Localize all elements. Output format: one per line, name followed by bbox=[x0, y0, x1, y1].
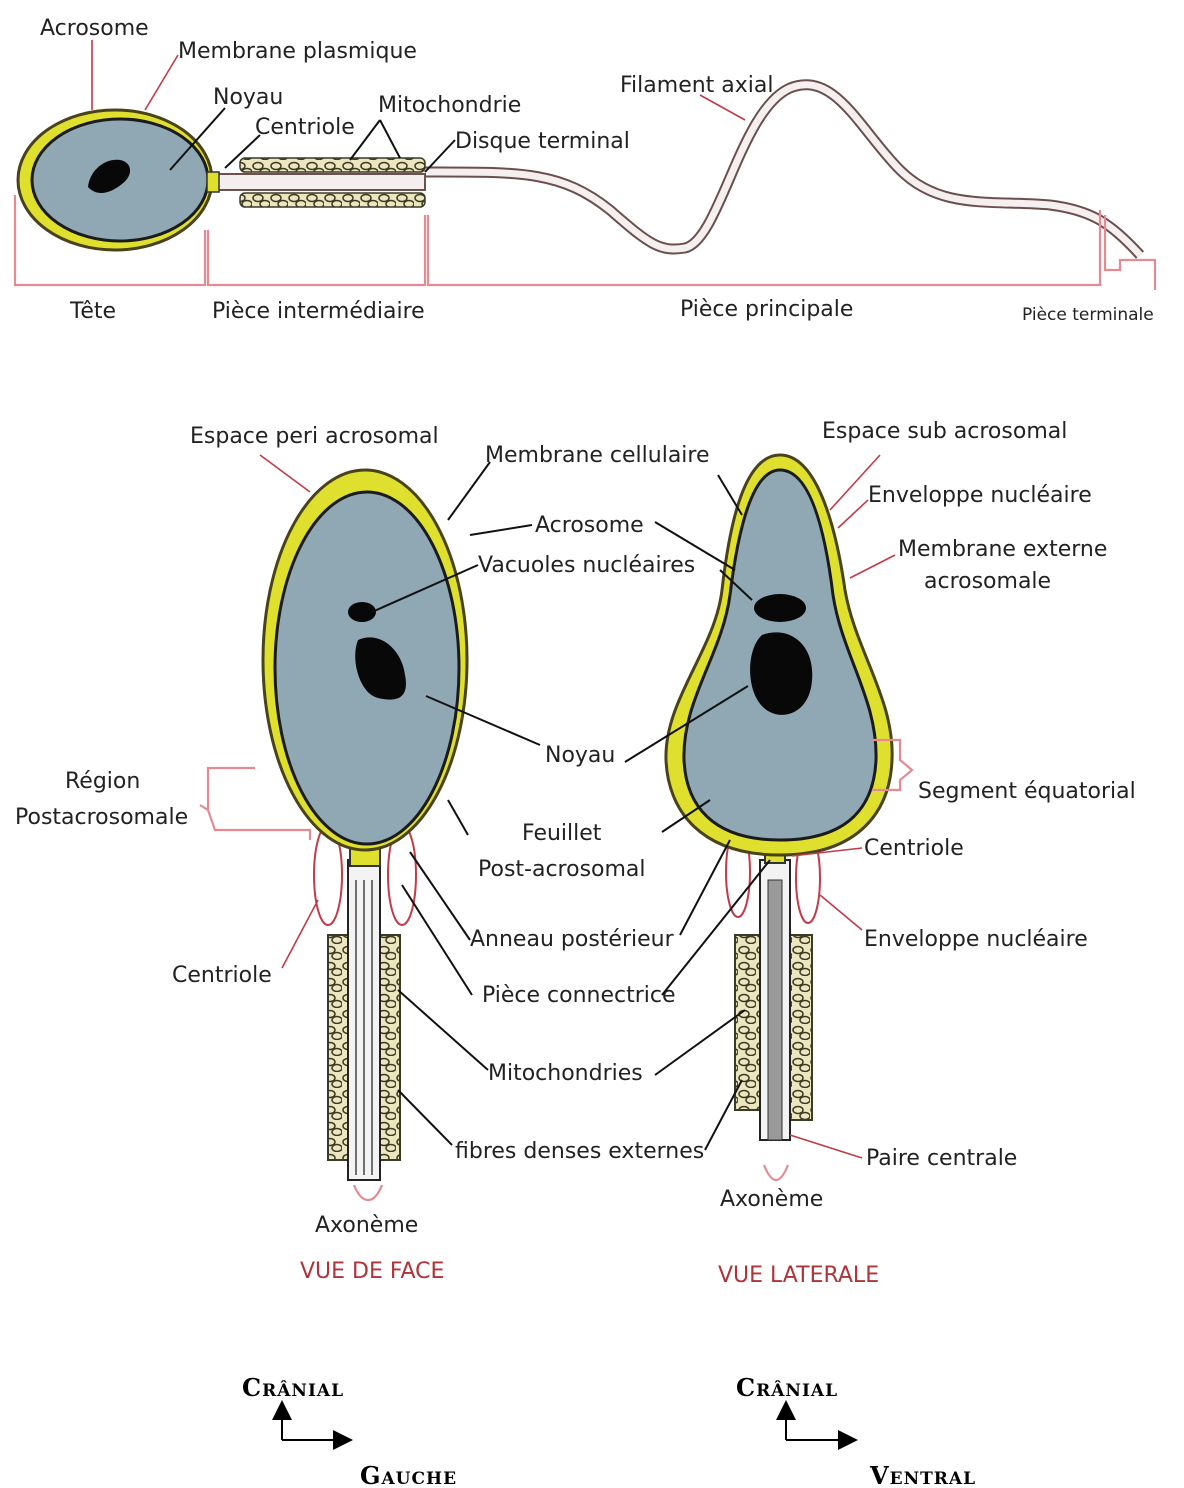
title-vue-laterale: VUE LATERALE bbox=[718, 1263, 879, 1288]
axis-right-up-label: Crânial bbox=[736, 1373, 838, 1402]
bracket-axoneme-front bbox=[354, 1185, 382, 1200]
label-enveloppe-nucleaire-bottom: Enveloppe nucléaire bbox=[864, 927, 1088, 952]
label-enveloppe-nucleaire-top: Enveloppe nucléaire bbox=[868, 483, 1092, 508]
leader-enveloppe-top bbox=[838, 500, 868, 528]
leader-acrosome-front bbox=[470, 525, 532, 535]
label-vacuoles-nucleaires: Vacuoles nucléaires bbox=[478, 553, 695, 578]
label-membrane-externe-1: Membrane externe bbox=[898, 537, 1107, 562]
flagellum-shape bbox=[420, 85, 1140, 255]
label-membrane-externe-2: acrosomale bbox=[924, 569, 1051, 594]
label-filament-axial: Filament axial bbox=[620, 73, 774, 98]
axis-right-right-label: Ventral bbox=[869, 1461, 976, 1488]
midpiece-mito-bottom bbox=[240, 193, 425, 207]
label-membrane-plasmique: Membrane plasmique bbox=[178, 39, 417, 64]
label-disque-terminal: Disque terminal bbox=[455, 129, 630, 154]
front-vacuole-small bbox=[348, 602, 376, 622]
top-sperm-diagram: Acrosome Membrane plasmique Noyau Mitoch… bbox=[15, 16, 1155, 325]
leader-filament bbox=[700, 95, 745, 120]
label-piece-connectrice: Pièce connectrice bbox=[482, 983, 676, 1008]
label-acrosome-top: Acrosome bbox=[40, 16, 149, 41]
leader-feuillet-front bbox=[448, 800, 468, 835]
orientation-axes-right: Crânial Ventral bbox=[736, 1373, 976, 1488]
leader-membrane-cellulaire bbox=[448, 462, 490, 520]
label-acrosome-front: Acrosome bbox=[535, 513, 644, 538]
leader-membrane-plasmique bbox=[145, 55, 178, 110]
leader-espace-peri bbox=[260, 455, 310, 492]
label-feuillet-1: Feuillet bbox=[522, 821, 602, 846]
leader-mitochondries-side bbox=[655, 1010, 745, 1075]
label-fibres-denses: fibres denses externes bbox=[455, 1139, 704, 1164]
leader-membrane-externe bbox=[850, 555, 895, 578]
bracket-principale bbox=[428, 210, 1100, 285]
axis-left-right-label: Gauche bbox=[360, 1461, 457, 1488]
label-membrane-cellulaire: Membrane cellulaire bbox=[485, 443, 710, 468]
label-axoneme-front: Axonème bbox=[315, 1213, 418, 1238]
label-mitochondries: Mitochondries bbox=[488, 1061, 643, 1086]
side-tail-sheath-right bbox=[790, 935, 812, 1120]
side-axoneme-core bbox=[768, 880, 782, 1140]
label-noyau-front: Noyau bbox=[545, 743, 615, 768]
leader-mitochondrie bbox=[350, 120, 400, 160]
axis-left-up-label: Crânial bbox=[242, 1373, 344, 1402]
label-anneau-posterieur: Anneau postérieur bbox=[470, 927, 675, 952]
leader-fibres bbox=[398, 1090, 452, 1145]
label-axoneme-side: Axonème bbox=[720, 1187, 823, 1212]
label-espace-peri-acrosomal: Espace peri acrosomal bbox=[190, 424, 439, 449]
label-region-1: Région bbox=[65, 769, 140, 794]
leader-mitochondries-front bbox=[398, 990, 488, 1070]
label-piece-principale: Pièce principale bbox=[680, 297, 853, 322]
label-centriole-top: Centriole bbox=[255, 115, 355, 140]
orientation-axes-left: Crânial Gauche bbox=[242, 1373, 457, 1488]
label-tete: Tête bbox=[69, 299, 116, 324]
side-vacuole-small bbox=[754, 594, 806, 622]
label-noyau-top: Noyau bbox=[213, 85, 283, 110]
leader-piece-connectrice bbox=[402, 885, 472, 995]
front-view-diagram: Espace peri acrosomal Membrane cellulair… bbox=[15, 424, 710, 1284]
bracket-intermediaire bbox=[208, 215, 425, 285]
leader-anneau bbox=[410, 852, 470, 940]
midpiece-axis bbox=[210, 174, 425, 190]
label-paire-centrale: Paire centrale bbox=[866, 1146, 1017, 1171]
label-feuillet-2: Post-acrosomal bbox=[478, 857, 646, 882]
leader-paire-centrale bbox=[790, 1135, 862, 1158]
label-centriole-side: Centriole bbox=[864, 836, 964, 861]
leader-fibres-side bbox=[705, 1080, 742, 1150]
bracket-axoneme-side bbox=[764, 1165, 788, 1180]
label-piece-intermediaire: Pièce intermédiaire bbox=[212, 299, 425, 324]
midpiece-mito-top bbox=[240, 158, 425, 172]
leader-centriole-front bbox=[282, 900, 318, 968]
label-region-2: Postacrosomale bbox=[15, 805, 188, 830]
label-centriole-front: Centriole bbox=[172, 963, 272, 988]
side-tail-sheath-left bbox=[735, 935, 760, 1110]
top-centriole bbox=[207, 172, 219, 192]
label-piece-terminale: Pièce terminale bbox=[1022, 305, 1154, 325]
leader-enveloppe-bottom bbox=[820, 895, 862, 930]
label-espace-sub-acrosomal: Espace sub acrosomal bbox=[822, 419, 1067, 444]
label-segment-equatorial: Segment équatorial bbox=[918, 779, 1136, 804]
label-mitochondrie: Mitochondrie bbox=[378, 93, 521, 118]
title-vue-de-face: VUE DE FACE bbox=[300, 1259, 444, 1284]
leader-membrane-cellulaire-side bbox=[718, 475, 742, 515]
